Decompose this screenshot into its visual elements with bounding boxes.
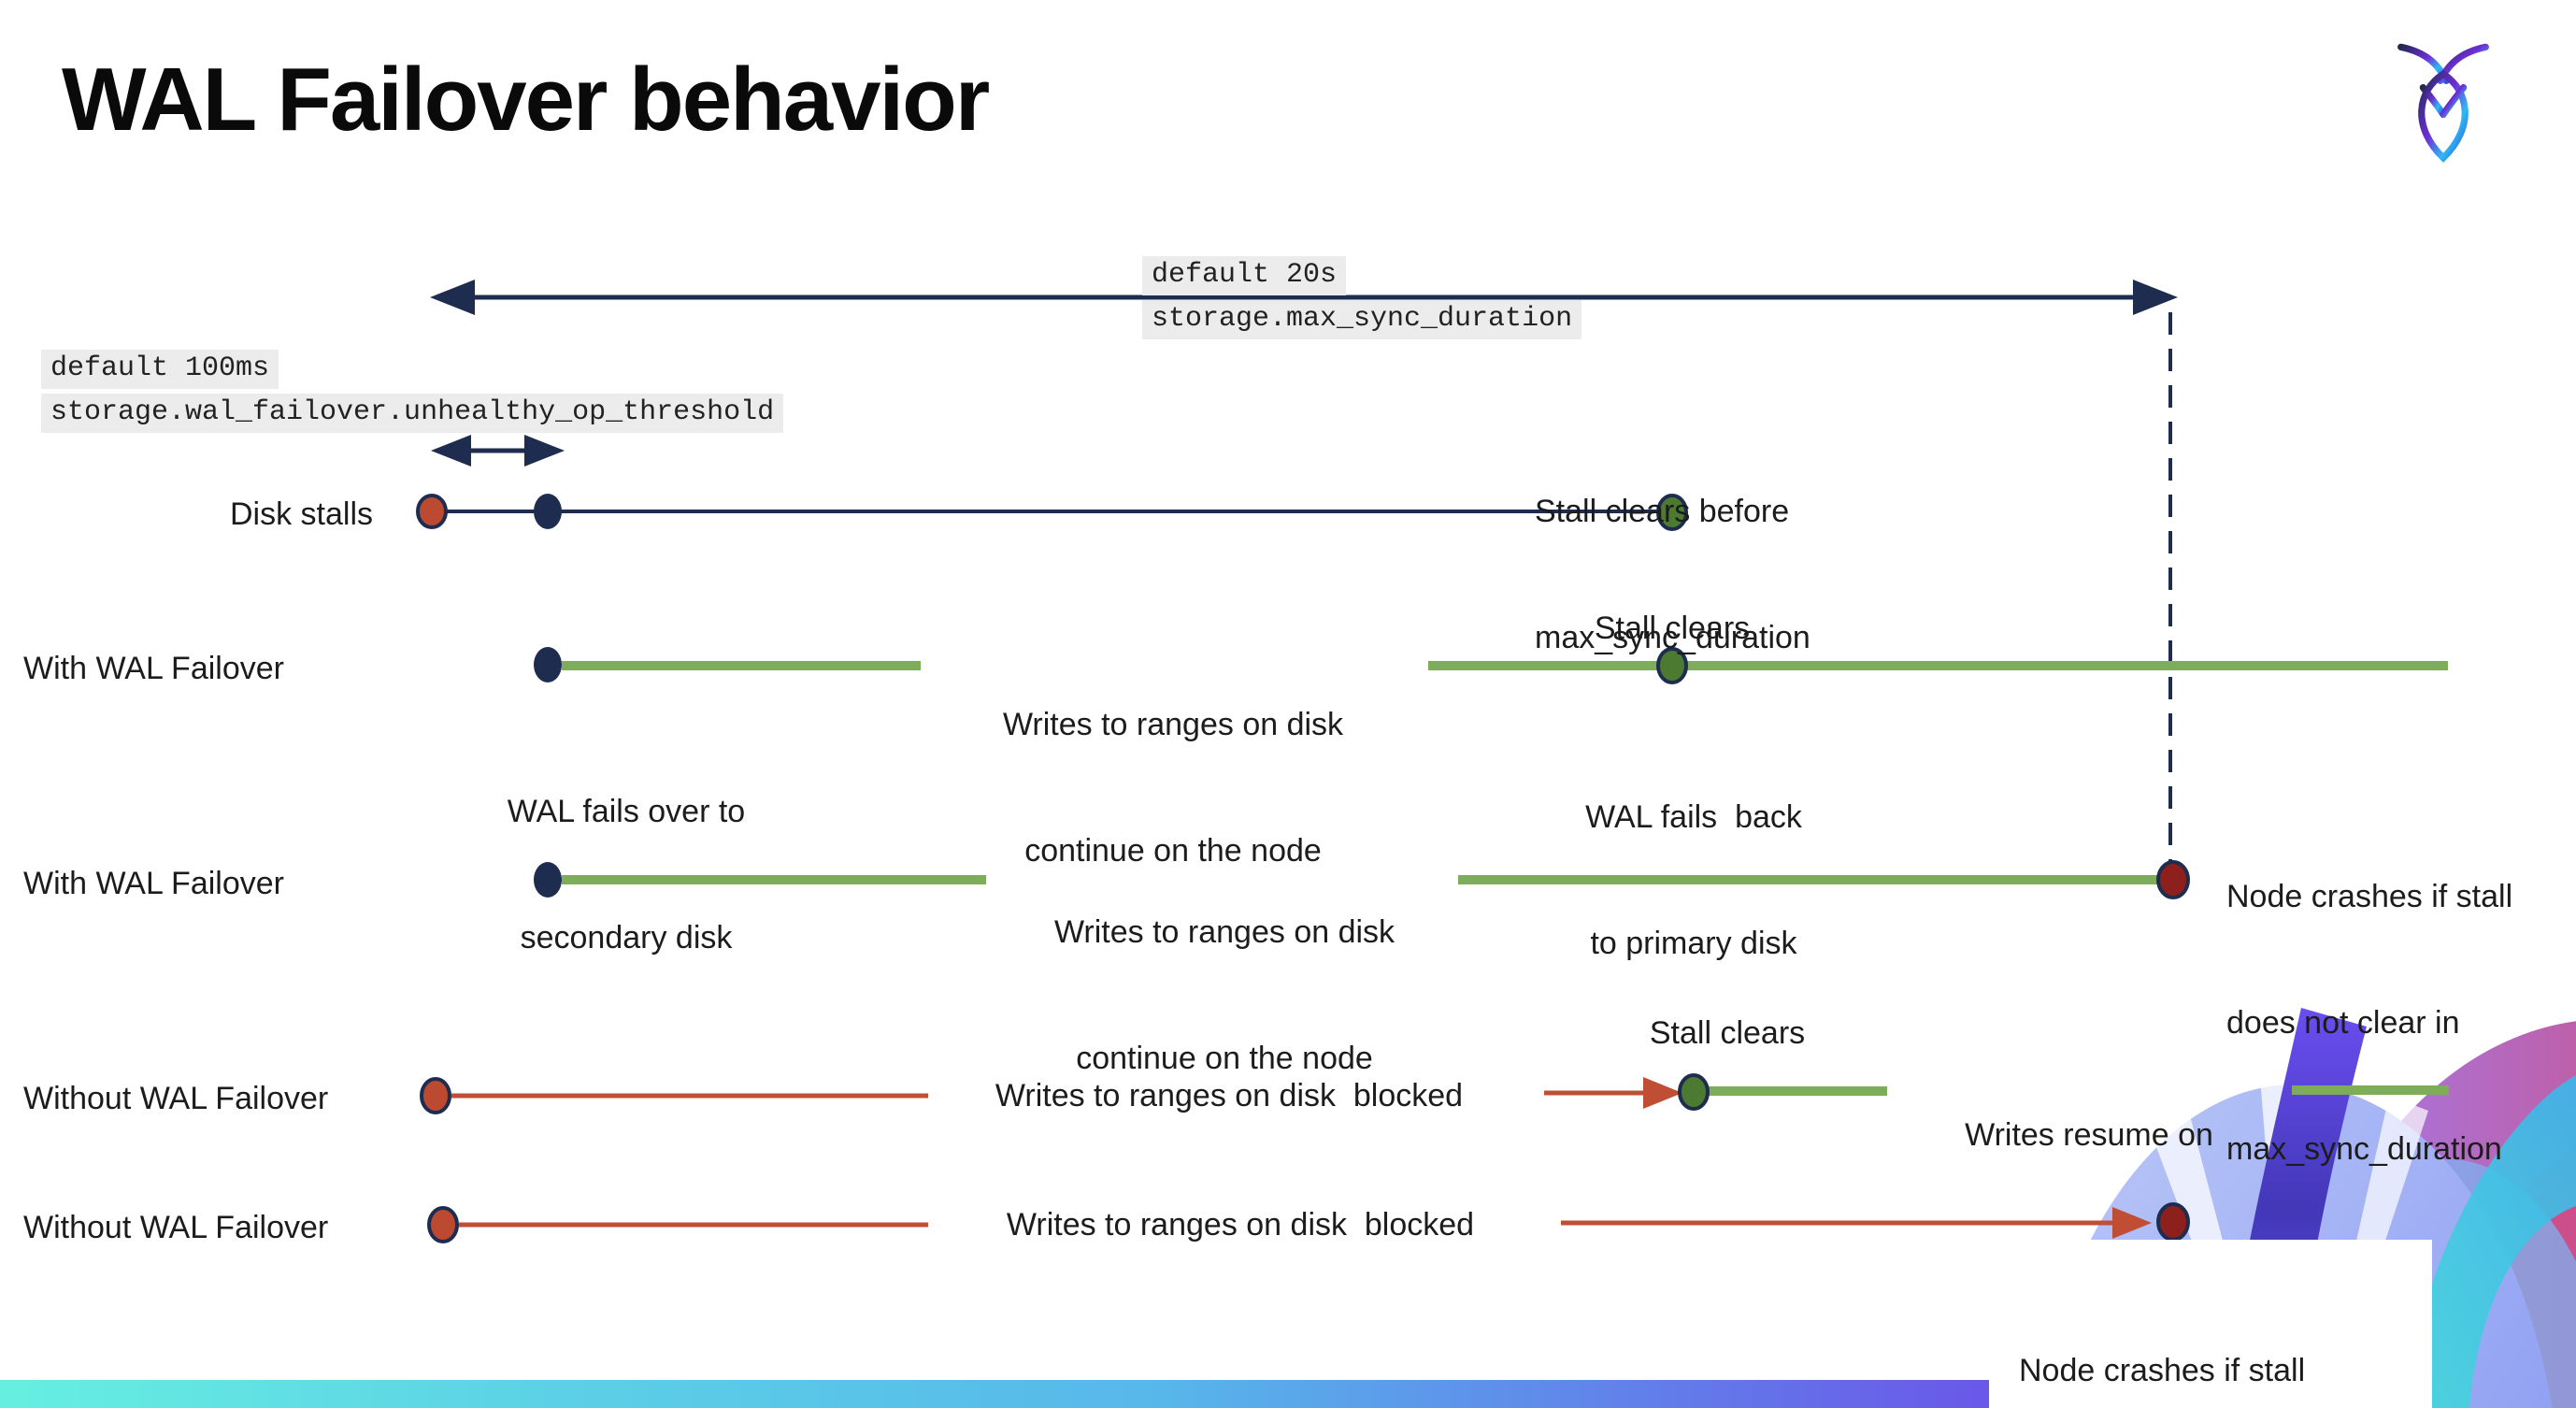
with-failover-crash-timeline [534, 860, 2190, 899]
note-line: continue on the node [1076, 1041, 1373, 1076]
stall-start-dot [416, 494, 448, 529]
wal-fails-back-note: WAL fails back to primary disk [1507, 712, 1881, 1049]
disk-stalls-timeline [416, 494, 1688, 531]
note-line: max_sync_duration [2226, 1131, 2502, 1167]
without-failover-crash-timeline [427, 1202, 2190, 1243]
max-sync-duration-span-arrow [430, 280, 2178, 315]
setting-name-chip: storage.wal_failover.unhealthy_op_thresh… [41, 394, 784, 433]
without-failover-clears-timeline [420, 1073, 2449, 1114]
page-title: WAL Failover behavior [62, 50, 990, 150]
setting-name-chip: storage.max_sync_duration [1142, 300, 1582, 339]
with-failover-clears-timeline [534, 647, 2448, 684]
node-crashes-note-box: Node crashes if stall does not clear in … [1989, 1240, 2432, 1408]
note-line: continue on the node [1024, 833, 1322, 869]
note-line: to primary disk [1590, 926, 1797, 961]
writes-blocked-note: Writes to ranges on disk blocked [1006, 1207, 1475, 1243]
unhealthy-op-threshold-annotation: default 100ms storage.wal_failover.unhea… [41, 350, 784, 438]
note-line: Writes to ranges on disk [1002, 707, 1344, 742]
writes-blocked-note: Writes to ranges on disk blocked [995, 1078, 1464, 1113]
wal-fails-over-note: WAL fails over to secondary disk [439, 707, 813, 1043]
note-line: Stall clears before [1535, 494, 1790, 529]
threshold-dot [534, 494, 562, 529]
arrowhead [2112, 1207, 2152, 1239]
row-label-with-wal-failover-2: With WAL Failover [23, 866, 284, 901]
row-label-disk-stalls: Disk stalls [230, 496, 374, 532]
failover-dot [534, 647, 562, 682]
failback-dot [1656, 647, 1688, 684]
note-line: does not clear in [2226, 1005, 2460, 1041]
note-line: Writes to ranges on disk [1053, 914, 1395, 950]
default-value-chip: default 20s [1142, 256, 1347, 295]
node-crashes-note-right: Node crashes if stall does not clear in … [2226, 792, 2512, 1255]
unhealthy-op-threshold-span-arrow [431, 435, 565, 467]
default-value-chip: default 100ms [41, 350, 279, 389]
row-label-without-wal-failover-1: Without WAL Failover [23, 1081, 329, 1116]
note-line: WAL fails back [1585, 799, 1802, 835]
row-label-without-wal-failover-2: Without WAL Failover [23, 1210, 329, 1245]
stall-clears-note: Stall clears [1649, 1015, 1806, 1051]
cockroachdb-logo-icon [2397, 43, 2489, 163]
stall-clears-before-note: Stall clears before max_sync_duration [1535, 407, 1810, 743]
failover-dot [534, 862, 562, 898]
max-sync-duration-annotation: default 20s storage.max_sync_duration [1142, 256, 1582, 344]
writes-continue-note: Writes to ranges on disk continue on the… [991, 827, 1458, 1164]
note-line: max_sync_duration [1535, 620, 1810, 655]
node-crash-dot [2156, 860, 2190, 899]
arrowhead [1643, 1077, 1682, 1109]
note-line: Writes resume on [1965, 1117, 2213, 1153]
stall-clears-dot [1656, 494, 1688, 531]
stall-clears-note: Stall clears [1594, 611, 1751, 646]
writes-continue-note: Writes to ranges on disk continue on the… [939, 620, 1407, 956]
row-label-with-wal-failover-1: With WAL Failover [23, 651, 284, 686]
stall-start-dot [420, 1077, 451, 1114]
note-line: Node crashes if stall [2226, 879, 2513, 914]
stall-start-dot [427, 1206, 459, 1243]
note-line: secondary disk [520, 920, 733, 955]
note-line: Node crashes if stall [2019, 1353, 2306, 1388]
note-line: WAL fails over to [507, 794, 746, 829]
stall-clears-dot [1678, 1073, 1710, 1111]
